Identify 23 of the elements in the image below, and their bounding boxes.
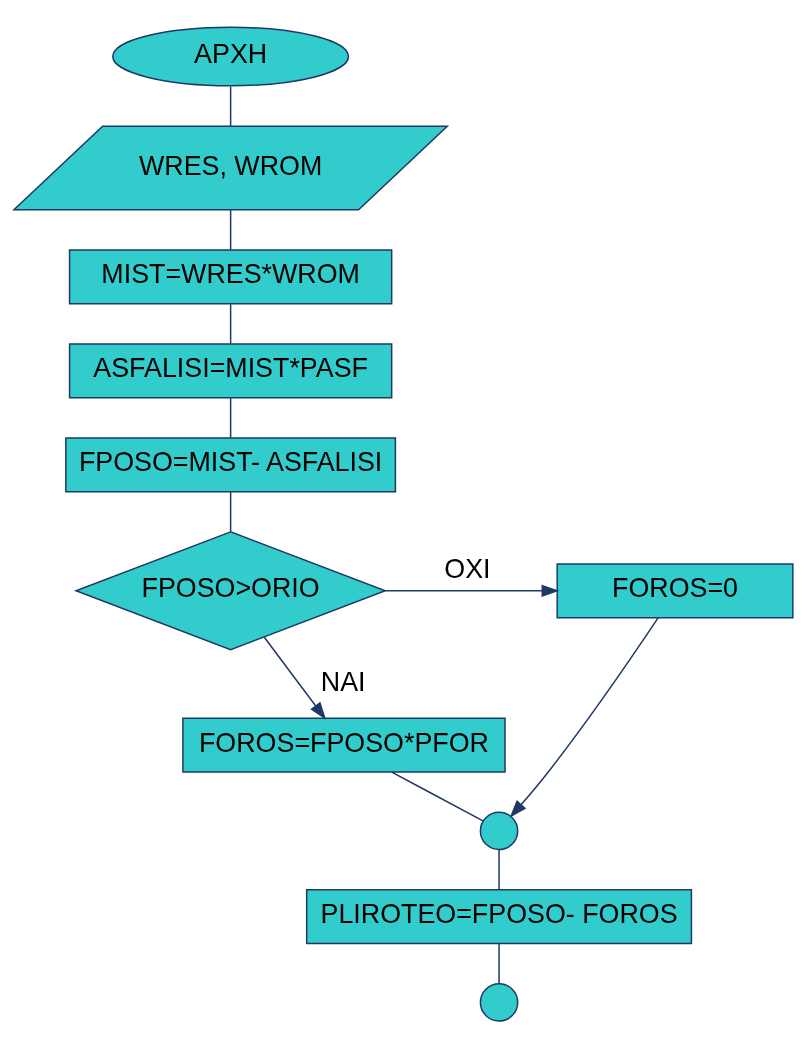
edge-label: NAI: [320, 666, 366, 697]
node-box: FOROS=0: [556, 563, 794, 619]
arrow: [263, 636, 327, 720]
node-box: FPOSO=MIST- ASFALISI: [65, 437, 397, 493]
connector: [229, 85, 232, 127]
node-circle: [479, 983, 519, 1022]
node-box: ASFALISI=MIST*PASF: [68, 343, 393, 399]
node-box: PLIROTEO=FPOSO- FOROS: [305, 889, 693, 945]
connector: [498, 849, 500, 891]
node-circle: [479, 811, 519, 851]
connector: [229, 303, 232, 345]
edge-label: OXI: [444, 553, 491, 584]
connector: [229, 491, 232, 533]
connector: [391, 771, 484, 822]
arrow: [509, 617, 659, 818]
connector: [229, 397, 232, 439]
node-box: MIST=WRES*WROM: [68, 249, 393, 305]
node-ellipse: APXH: [112, 26, 350, 87]
node-diamond: FPOSO>ORIO: [73, 531, 388, 651]
connector: [498, 943, 500, 985]
connector: [229, 209, 232, 251]
arrow: [384, 584, 560, 598]
node-box: FOROS=FPOSO*PFOR: [182, 717, 506, 773]
